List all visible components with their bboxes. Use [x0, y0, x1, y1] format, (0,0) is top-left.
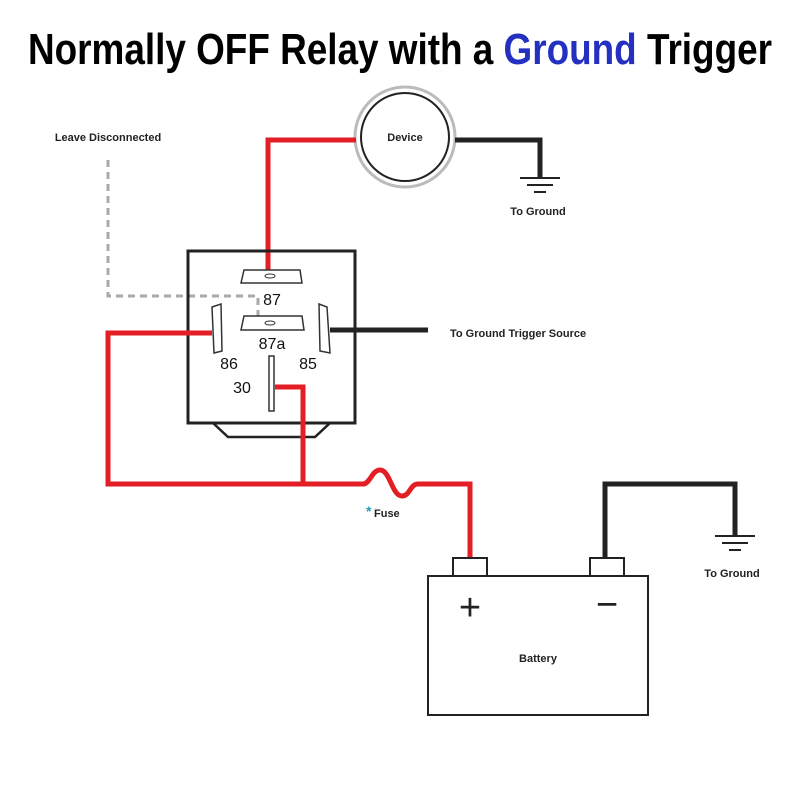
pin-87-label: 87 [263, 292, 281, 309]
fuse-star: * [366, 503, 372, 519]
pin-30-terminal [268, 355, 275, 412]
battery-plus-icon: + [459, 587, 481, 629]
wire-87-to-device [265, 137, 356, 274]
pin-30-label: 30 [233, 380, 251, 397]
diagram-title: Normally OFF Relay with a Ground Trigger [28, 25, 772, 74]
pin-85-terminal [318, 302, 331, 354]
to-ground-label-battery: To Ground [704, 568, 759, 580]
to-ground-trigger-label: To Ground Trigger Source [450, 328, 586, 340]
pin-87a-label: 87a [259, 336, 286, 353]
fuse-icon [362, 467, 473, 560]
wire-30-power [275, 384, 306, 484]
wire-87a-disconnected [106, 160, 260, 318]
fuse-label: Fuse [374, 508, 400, 520]
pin-85-label: 85 [299, 356, 317, 373]
device-ground-wire [455, 137, 543, 178]
battery-label: Battery [519, 653, 558, 665]
ground-symbol-icon [715, 535, 755, 551]
wire-86-power [105, 330, 365, 487]
device-label: Device [387, 132, 422, 144]
pin-86-label: 86 [220, 356, 238, 373]
device: Device [353, 85, 457, 189]
leave-disconnected-label: Leave Disconnected [55, 132, 161, 144]
relay: 87 87a 86 85 30 [186, 249, 357, 439]
battery: + − Battery [427, 557, 649, 716]
battery-ground-wire [602, 481, 738, 558]
battery-minus-icon: − [596, 584, 618, 626]
pin-86-terminal [211, 302, 223, 354]
ground-symbol-icon [520, 177, 560, 193]
to-ground-label-device: To Ground [510, 206, 565, 218]
